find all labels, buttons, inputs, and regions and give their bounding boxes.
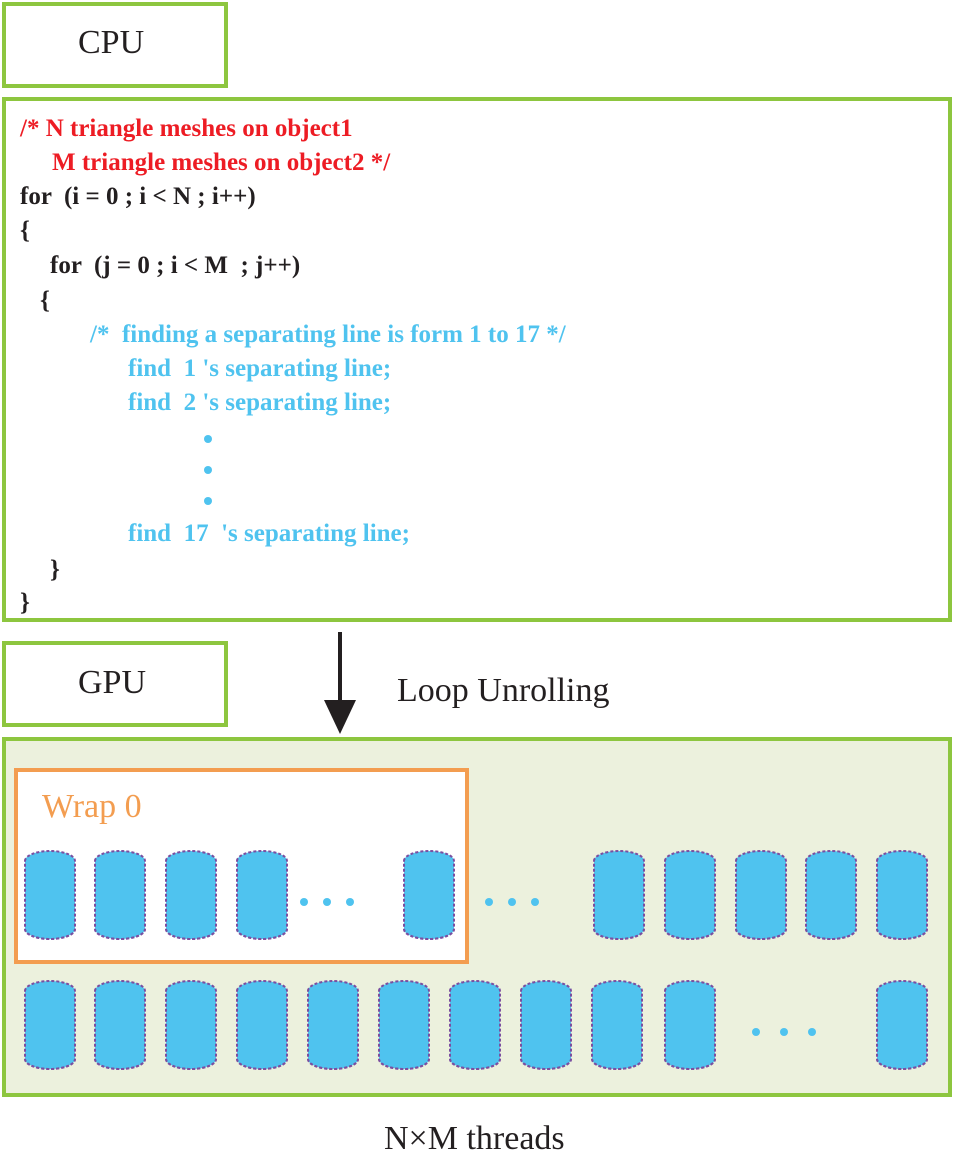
code-line-12: }	[20, 589, 30, 616]
thread-cylinder	[165, 980, 217, 1070]
gpu-label: GPU	[78, 664, 147, 701]
code-line-4: {	[20, 217, 30, 244]
code-line-3: for (i = 0 ; i < N ; i++)	[20, 183, 256, 210]
code-line-2: M triangle meshes on object2 */	[52, 149, 391, 176]
thread-cylinder	[664, 850, 716, 940]
thread-cylinder	[593, 850, 645, 940]
thread-cylinder	[307, 980, 359, 1070]
vertical-ellipsis-dot-3	[204, 497, 212, 505]
ellipsis-dot	[531, 898, 539, 906]
cpu-code-box	[2, 97, 952, 622]
ellipsis-dot	[808, 1028, 816, 1036]
thread-cylinder	[236, 850, 288, 940]
thread-cylinder	[236, 980, 288, 1070]
vertical-ellipsis-dot-1	[204, 435, 212, 443]
threads-caption: N×M threads	[384, 1120, 565, 1157]
ellipsis-dot	[780, 1028, 788, 1036]
ellipsis-dot	[346, 898, 354, 906]
code-line-6: {	[40, 287, 50, 314]
code-line-8: find 1 's separating line;	[128, 355, 392, 382]
code-line-9: find 2 's separating line;	[128, 389, 392, 416]
thread-cylinder	[94, 980, 146, 1070]
ellipsis-dot	[752, 1028, 760, 1036]
ellipsis-dot	[485, 898, 493, 906]
ellipsis-dot	[508, 898, 516, 906]
thread-cylinder	[403, 850, 455, 940]
loop-unrolling-label: Loop Unrolling	[397, 672, 610, 709]
code-line-7: /* finding a separating line is form 1 t…	[90, 321, 566, 348]
code-line-5: for (j = 0 ; i < M ; j++)	[50, 252, 301, 279]
thread-cylinder	[876, 980, 928, 1070]
thread-cylinder	[520, 980, 572, 1070]
ellipsis-dot	[300, 898, 308, 906]
thread-cylinder	[876, 850, 928, 940]
thread-cylinder	[591, 980, 643, 1070]
down-arrow-icon	[324, 632, 356, 734]
ellipsis-dot	[323, 898, 331, 906]
wrap-0-label: Wrap 0	[42, 788, 142, 825]
thread-cylinder	[449, 980, 501, 1070]
thread-cylinder	[24, 850, 76, 940]
thread-cylinder	[378, 980, 430, 1070]
thread-cylinder	[735, 850, 787, 940]
thread-cylinder	[24, 980, 76, 1070]
cpu-label: CPU	[78, 24, 145, 61]
thread-cylinder	[94, 850, 146, 940]
thread-cylinder	[664, 980, 716, 1070]
vertical-ellipsis-dot-2	[204, 466, 212, 474]
thread-cylinder	[805, 850, 857, 940]
code-line-1: /* N triangle meshes on object1	[20, 115, 353, 142]
cpu-label-box	[2, 2, 228, 88]
code-line-11: }	[50, 556, 60, 583]
thread-cylinder	[165, 850, 217, 940]
gpu-label-box	[2, 641, 228, 727]
code-line-10: find 17 's separating line;	[128, 520, 410, 547]
